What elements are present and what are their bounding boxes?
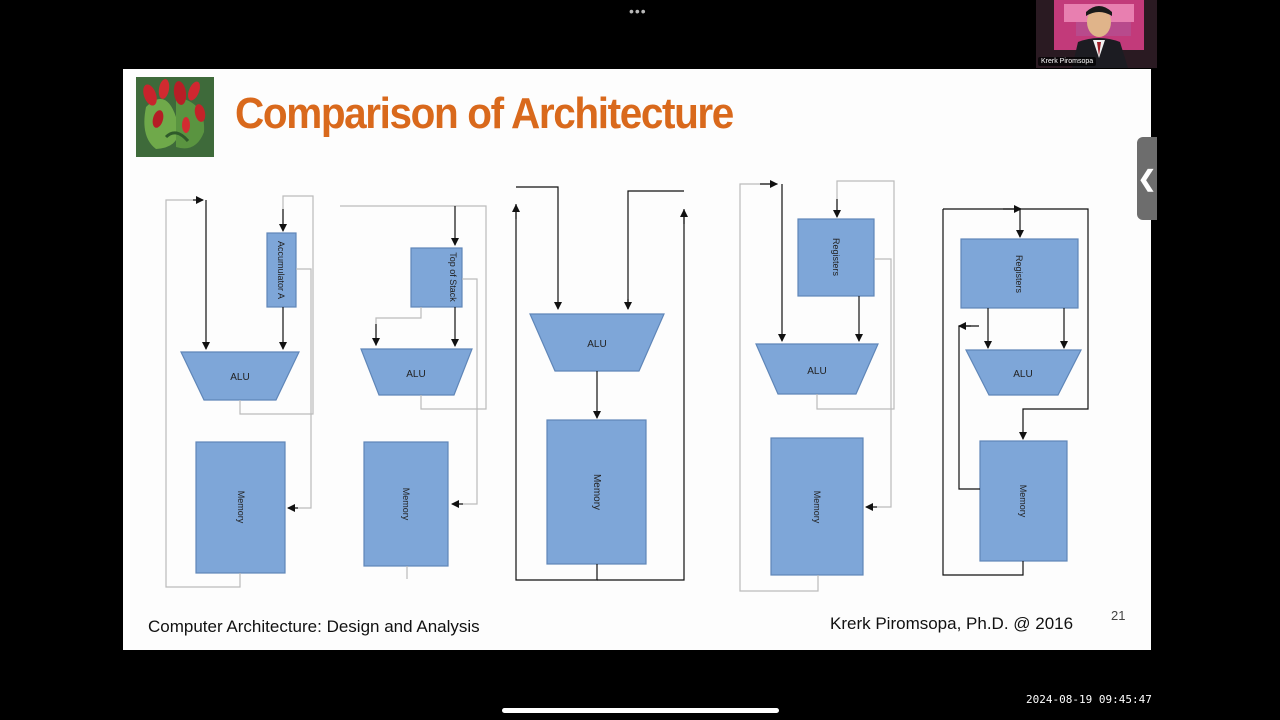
collapse-panel-button[interactable]: ❮	[1137, 137, 1157, 220]
block-labels: Accumulator A Top of Stack Registers Reg…	[236, 238, 1028, 524]
memory-label: Memory	[812, 491, 822, 524]
slide-page-number: 21	[1111, 608, 1126, 623]
slide-title: Comparison of Architecture	[235, 89, 734, 138]
architecture-diagrams: Accumulator A Top of Stack Registers Reg…	[165, 180, 1089, 592]
accumulator-block	[266, 232, 297, 308]
load-store-architecture	[942, 205, 1089, 576]
alu-shape	[529, 313, 665, 372]
alu-label: ALU	[587, 339, 606, 350]
recording-timestamp: 2024-08-19 09:45:47	[1026, 693, 1152, 706]
register-memory-architecture	[739, 180, 895, 592]
memory-block	[770, 437, 864, 576]
alu-label: ALU	[1013, 369, 1032, 380]
registers-label: Registers	[1014, 255, 1024, 294]
memory-label: Memory	[1018, 485, 1028, 518]
alu-shape	[180, 351, 300, 401]
memory-label: Memory	[401, 488, 411, 521]
participant-name: Krerk Piromsopa	[1038, 57, 1097, 66]
slide-footer-author: Krerk Piromsopa, Ph.D. @ 2016	[830, 614, 1074, 633]
presentation-slide: Comparison of Architecture	[123, 69, 1151, 650]
alu-label: ALU	[230, 372, 249, 383]
memory-block	[979, 440, 1068, 562]
registers-block	[797, 218, 875, 297]
memory-block	[363, 441, 449, 567]
memory-block	[195, 441, 286, 574]
alu-shape	[360, 348, 473, 396]
alu-label: ALU	[406, 369, 425, 380]
registers-block	[960, 238, 1079, 309]
participant-video-feed	[1036, 0, 1157, 68]
alu-label: ALU	[807, 366, 826, 377]
memory-memory-architecture	[512, 186, 688, 581]
registers-label: Registers	[831, 238, 841, 277]
accumulator-architecture	[165, 195, 314, 588]
alu-shape	[755, 343, 879, 395]
top-of-stack-block	[410, 247, 463, 308]
top-of-stack-label: Top of Stack	[448, 252, 458, 302]
home-indicator-bar[interactable]	[502, 708, 779, 713]
participant-video-tile[interactable]: Krerk Piromsopa	[1036, 0, 1157, 68]
more-options-icon[interactable]: •••	[629, 3, 647, 19]
memory-block	[546, 419, 647, 565]
alu-shape	[965, 349, 1082, 396]
accumulator-label: Accumulator A	[276, 241, 286, 299]
chevron-left-icon: ❮	[1137, 166, 1157, 191]
stack-architecture	[340, 205, 487, 579]
chili-pepper-logo	[136, 77, 214, 157]
alu-labels: ALU ALU ALU ALU ALU	[230, 339, 1032, 383]
memory-label: Memory	[236, 491, 246, 524]
memory-label: Memory	[591, 474, 602, 510]
slide-footer-course: Computer Architecture: Design and Analys…	[148, 617, 480, 636]
